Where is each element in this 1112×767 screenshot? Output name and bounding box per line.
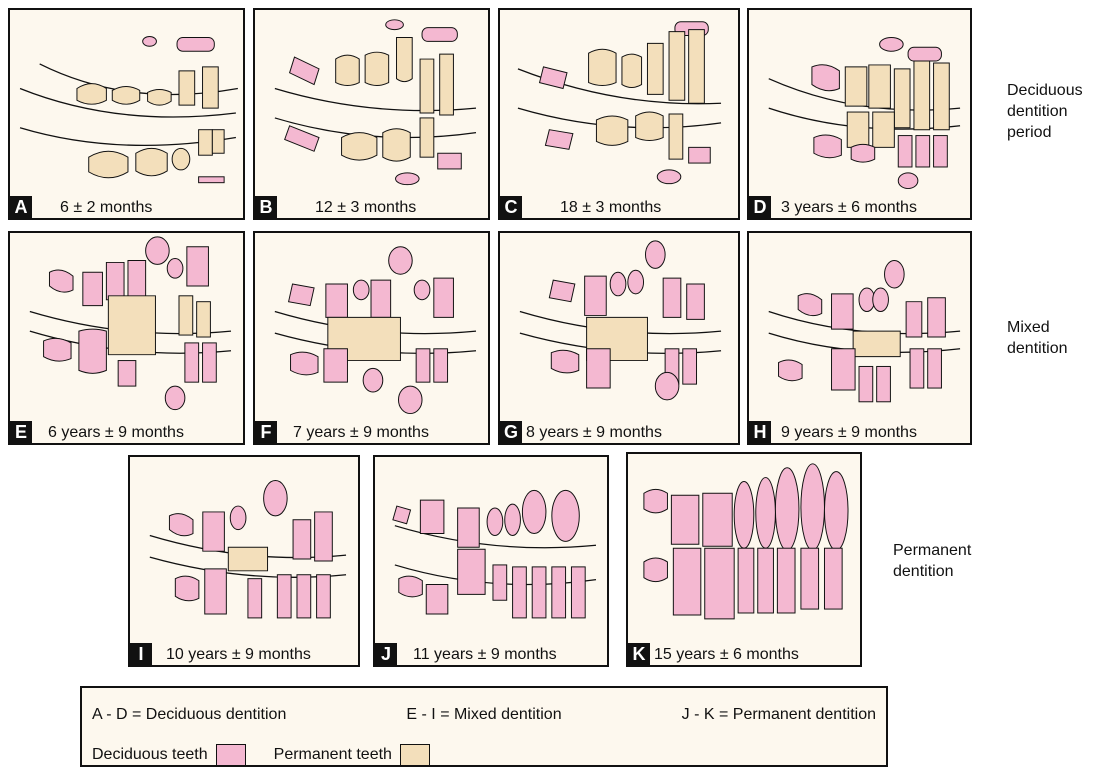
dentition-illustration-d (749, 10, 970, 218)
panel-letter: C (500, 196, 522, 218)
age-label: 18 ± 3 months (560, 199, 661, 217)
dentition-illustration-a (10, 10, 243, 218)
dentition-illustration-c (500, 10, 738, 218)
stage-line: dentition (1007, 101, 1083, 122)
age-label: 15 years ± 6 months (654, 646, 799, 664)
legend-permanent-teeth-label: Permanent teeth (274, 746, 392, 764)
panel-letter: B (255, 196, 277, 218)
legend: A - D = Deciduous dentition E - I = Mixe… (80, 686, 888, 767)
legend-mixed-range: E - I = Mixed dentition (406, 706, 561, 724)
legend-permanent-range: J - K = Permanent dentition (682, 706, 876, 724)
panel-f: F 7 years ± 9 months (253, 231, 490, 445)
age-label: 6 years ± 9 months (48, 424, 184, 442)
age-label: 6 ± 2 months (60, 199, 152, 217)
panel-g: G 8 years ± 9 months (498, 231, 740, 445)
panel-i: I 10 years ± 9 months (128, 455, 360, 667)
dentition-illustration-j (375, 457, 607, 665)
panel-h: H 9 years ± 9 months (747, 231, 972, 445)
stage-label-deciduous: Deciduous dentition period (1007, 80, 1083, 143)
dentition-illustration-f (255, 233, 488, 443)
panel-letter: A (10, 196, 32, 218)
panel-letter: I (130, 643, 152, 665)
legend-deciduous-teeth-label: Deciduous teeth (92, 746, 208, 764)
legend-swatches: Deciduous teeth Permanent teeth (92, 744, 450, 766)
stage-label-permanent: Permanent dentition (893, 540, 971, 582)
age-label: 12 ± 3 months (315, 199, 416, 217)
panel-c: C 18 ± 3 months (498, 8, 740, 220)
stage-label-mixed: Mixed dentition (1007, 317, 1068, 359)
pink-swatch-icon (216, 744, 246, 766)
dentition-illustration-i (130, 457, 358, 665)
panel-letter: F (255, 421, 277, 443)
age-label: 7 years ± 9 months (293, 424, 429, 442)
stage-line: Permanent (893, 540, 971, 561)
dentition-illustration-b (255, 10, 488, 218)
panel-e: E 6 years ± 9 months (8, 231, 245, 445)
panel-letter: G (500, 421, 522, 443)
legend-ranges: A - D = Deciduous dentition E - I = Mixe… (92, 706, 876, 724)
age-label: 11 years ± 9 months (413, 646, 557, 664)
legend-deciduous-range: A - D = Deciduous dentition (92, 706, 286, 724)
age-label: 9 years ± 9 months (781, 424, 917, 442)
panel-letter: K (628, 643, 650, 665)
beige-swatch-icon (400, 744, 430, 766)
panel-letter: H (749, 421, 771, 443)
age-label: 10 years ± 9 months (166, 646, 311, 664)
stage-line: period (1007, 122, 1083, 143)
panel-a: A 6 ± 2 months (8, 8, 245, 220)
stage-line: Deciduous (1007, 80, 1083, 101)
panel-j: J 11 years ± 9 months (373, 455, 609, 667)
panel-d: D 3 years ± 6 months (747, 8, 972, 220)
panel-letter: J (375, 643, 397, 665)
stage-line: Mixed (1007, 317, 1068, 338)
stage-line: dentition (1007, 338, 1068, 359)
panel-k: K 15 years ± 6 months (626, 452, 862, 667)
dentition-illustration-h (749, 233, 970, 443)
dentition-illustration-g (500, 233, 738, 443)
panel-letter: D (749, 196, 771, 218)
panel-letter: E (10, 421, 32, 443)
dentition-illustration-k (628, 454, 860, 665)
panel-b: B 12 ± 3 months (253, 8, 490, 220)
stage-line: dentition (893, 561, 971, 582)
dentition-illustration-e (10, 233, 243, 443)
age-label: 3 years ± 6 months (781, 199, 917, 217)
age-label: 8 years ± 9 months (526, 424, 662, 442)
